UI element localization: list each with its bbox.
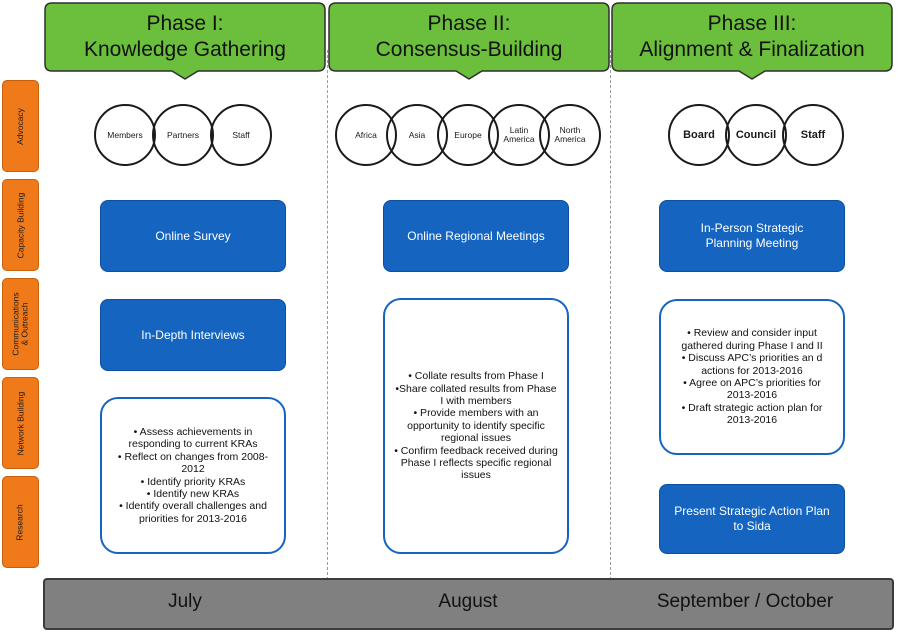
side-label-communications: Communications & Outreach [2, 278, 39, 370]
side-label-text: Research [15, 503, 26, 541]
side-label-text: Advocacy [15, 107, 26, 145]
phase-3-number: Phase III: [707, 12, 797, 35]
month-august: August [438, 591, 498, 612]
online-survey-box: Online Survey [100, 200, 286, 272]
bullet-item: • Confirm feedback received during Phase… [394, 444, 558, 482]
in-person-strategic-meeting-box: In-Person Strategic Planning Meeting [659, 200, 845, 272]
timeline-bar [43, 578, 894, 630]
circle-partners: Partners [152, 104, 214, 166]
phase-1-activities-box: • Assess achievements in responding to c… [100, 397, 286, 554]
circle-label: Asia [408, 129, 426, 140]
circle-label: Europe [454, 129, 482, 140]
phase-separator-1 [327, 50, 328, 580]
side-label-text: Network Building [15, 391, 25, 455]
circle-label: Staff [232, 129, 250, 140]
bullet-item: • Collate results from Phase I [408, 370, 544, 383]
box-label: Present Strategic Action Plan to Sida [674, 504, 830, 533]
phase-2-title: Consensus-Building [375, 38, 563, 61]
phase-3-header: Phase III: Alignment & Finalization [611, 2, 893, 80]
circle-label: Africa [355, 129, 377, 140]
circle-staff: Staff [210, 104, 272, 166]
side-label-capacity-building: Capacity Building [2, 179, 39, 271]
bullet-item: • Identify overall challenges and priori… [119, 500, 267, 525]
box-label: In-Depth Interviews [141, 327, 245, 342]
bullet-item: • Identify new KRAs [146, 487, 240, 500]
bullet-item: • Assess achievements in responding to c… [128, 425, 258, 451]
circle-label: Board [683, 129, 715, 141]
circle-label: North America [554, 125, 586, 144]
phase-2-activities-box: • Collate results from Phase I •Share co… [383, 298, 569, 554]
box-label: Online Regional Meetings [407, 228, 545, 243]
circle-staff-3: Staff [782, 104, 844, 166]
phase-2-number: Phase II: [427, 12, 511, 35]
circle-label: Latin America [503, 125, 535, 144]
in-depth-interviews-box: In-Depth Interviews [100, 299, 286, 371]
circle-label: Partners [166, 129, 200, 140]
month-july: July [168, 591, 202, 612]
phase-3-title: Alignment & Finalization [639, 38, 865, 61]
phase-1-header: Phase I: Knowledge Gathering [44, 2, 326, 80]
phase-1-title: Knowledge Gathering [84, 38, 286, 61]
box-label: In-Person Strategic Planning Meeting [700, 221, 804, 250]
circle-board: Board [668, 104, 730, 166]
present-strategic-plan-box: Present Strategic Action Plan to Sida [659, 484, 845, 554]
month-september-october: September / October [656, 591, 834, 612]
bullet-item: • Review and consider input gathered dur… [681, 327, 823, 352]
side-label-text: Communications & Outreach [10, 292, 30, 356]
bullet-item: • Discuss APC’s priorities an d actions … [681, 352, 823, 377]
phase-separator-2 [610, 50, 611, 580]
side-label-network-building: Network Building [2, 377, 39, 469]
bullet-item: • Reflect on changes from 2008-2012 [117, 450, 269, 476]
circle-north-america: North America [539, 104, 601, 166]
circle-label: Staff [800, 129, 826, 141]
bullet-item: • Identify priority KRAs [140, 475, 246, 488]
box-label: Online Survey [155, 228, 231, 243]
circle-label: Council [735, 129, 777, 141]
circle-council: Council [725, 104, 787, 166]
circle-members: Members [94, 104, 156, 166]
bullet-item: • Provide members with an opportunity to… [407, 407, 545, 445]
bullet-item: • Draft strategic action plan for 2013-2… [681, 401, 823, 427]
phase-3-activities-box: • Review and consider input gathered dur… [659, 299, 845, 455]
online-regional-meetings-box: Online Regional Meetings [383, 200, 569, 272]
side-label-text: Capacity Building [15, 192, 25, 258]
phase-2-header: Phase II: Consensus-Building [328, 2, 610, 80]
side-label-advocacy: Advocacy [2, 80, 39, 172]
bullet-item: •Share collated results from Phase I wit… [395, 382, 557, 407]
phase-1-number: Phase I: [146, 12, 224, 35]
circle-label: Members [107, 129, 143, 140]
bullet-item: • Agree on APC’s priorities for 2013-201… [683, 377, 821, 402]
side-label-research: Research [2, 476, 39, 568]
